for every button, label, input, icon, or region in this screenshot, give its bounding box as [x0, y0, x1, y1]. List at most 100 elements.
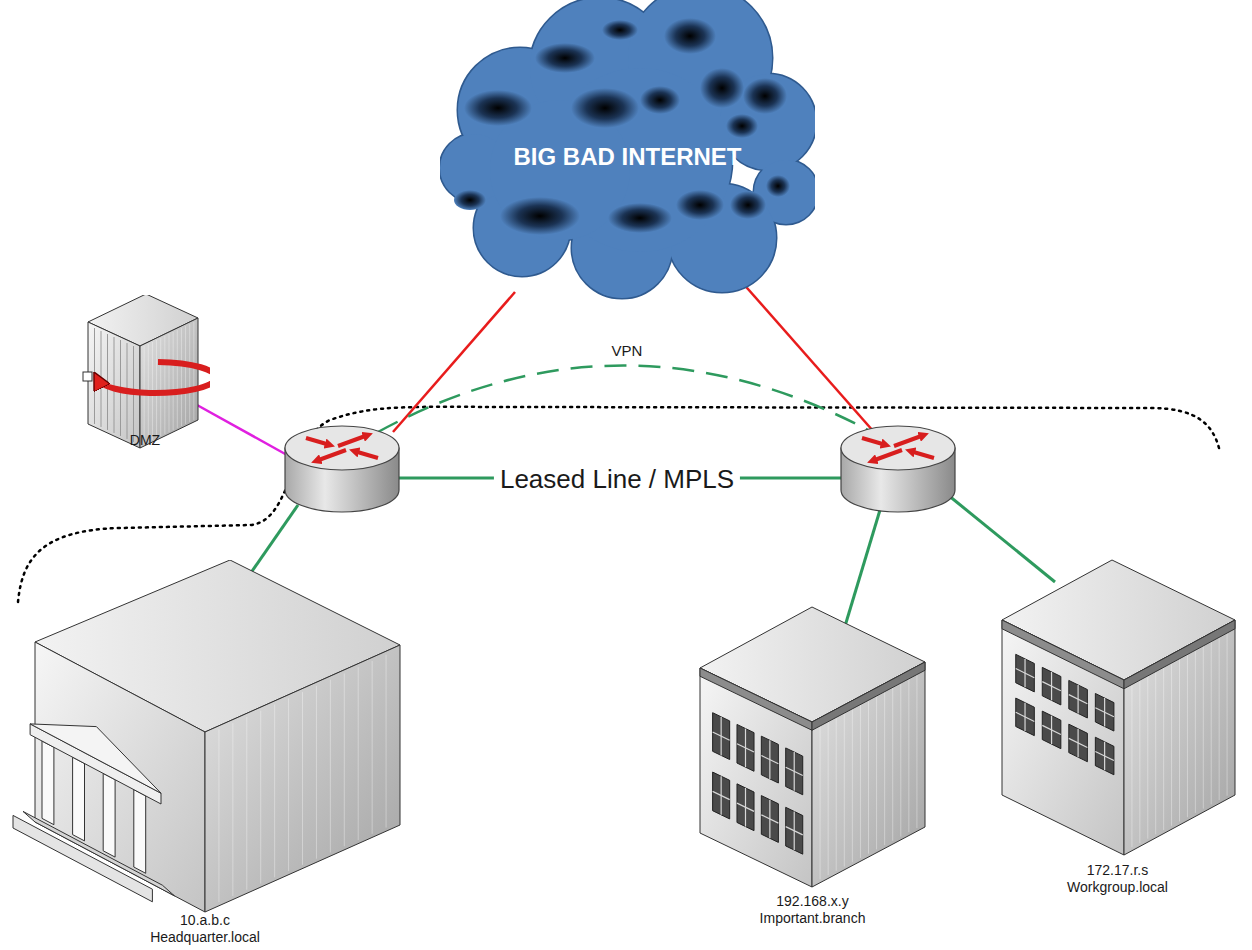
- internet-cloud-drawing: [440, 0, 815, 298]
- wall-texture: [1139, 675, 1140, 843]
- window: [786, 748, 803, 795]
- window: [737, 784, 754, 831]
- cloud-texture: [608, 203, 672, 233]
- wall-texture: [1147, 671, 1148, 839]
- router-arrow: [862, 438, 886, 445]
- wall-texture: [160, 338, 161, 436]
- wall-texture: [1211, 636, 1212, 804]
- window: [1069, 680, 1088, 718]
- dmz-server: DMZ: [80, 295, 210, 460]
- wall-texture: [876, 691, 877, 849]
- wall-face: [88, 322, 140, 448]
- cloud-texture: [766, 175, 790, 197]
- dmz-link: [197, 405, 287, 455]
- lan-link: [842, 510, 880, 636]
- wall-texture: [1171, 658, 1172, 826]
- wall-texture: [884, 687, 885, 845]
- window: [713, 713, 730, 760]
- wall-texture: [900, 678, 901, 836]
- cloud-texture: [602, 20, 638, 40]
- branch-building: 192.168.x.yImportant.branch: [690, 600, 935, 928]
- window: [1016, 698, 1035, 736]
- link-label: Leased Line / MPLS: [494, 465, 740, 495]
- workgroup-building: 172.17.r.sWorkgroup.local: [995, 555, 1240, 897]
- wall-texture: [908, 674, 909, 832]
- wall-texture: [302, 692, 303, 865]
- window: [713, 772, 730, 819]
- router-arrow: [338, 435, 368, 446]
- column: [73, 757, 85, 841]
- lan-link: [948, 495, 1055, 582]
- entablature: [30, 724, 161, 804]
- wall-face: [140, 318, 198, 448]
- cloud-texture: [726, 114, 758, 138]
- column: [42, 741, 54, 825]
- window-frame: [1042, 682, 1061, 691]
- window: [1042, 667, 1061, 705]
- wall-texture: [868, 695, 869, 853]
- cloud-title: BIG BAD INTERNET: [514, 143, 742, 172]
- node-sublabel: Headquarter.local: [150, 929, 260, 946]
- wall-texture: [386, 655, 387, 828]
- window: [1095, 737, 1114, 775]
- wall-texture: [1155, 666, 1156, 834]
- wall-texture: [1195, 645, 1196, 813]
- window: [761, 796, 778, 843]
- wall-texture: [1219, 632, 1220, 800]
- window-frame: [1095, 708, 1114, 717]
- wall-texture: [232, 723, 233, 896]
- wall-texture: [156, 340, 157, 438]
- wall-texture: [1179, 654, 1180, 822]
- roof-band: [1124, 620, 1235, 689]
- window: [737, 724, 754, 771]
- cloud-texture: [464, 90, 532, 126]
- wall-texture: [169, 334, 170, 432]
- cloud-texture: [730, 191, 766, 219]
- headquarter-building: 10.a.b.cHeadquarter.local: [5, 560, 405, 948]
- window: [1016, 654, 1035, 692]
- text-block: 192.168.x.yImportant.branch: [690, 893, 935, 927]
- wall-texture: [1203, 641, 1204, 809]
- wall-face: [1124, 620, 1235, 855]
- window-frame: [761, 815, 778, 823]
- dmz-server-drawing: [83, 295, 210, 448]
- node-sublabel: Workgroup.local: [1067, 879, 1168, 896]
- window: [786, 807, 803, 854]
- router-arrow: [354, 451, 378, 458]
- text-block: DMZ: [80, 432, 210, 449]
- cloud-texture: [454, 190, 486, 210]
- router-arrow: [872, 450, 902, 461]
- cloud-texture: [500, 197, 580, 235]
- wall-texture: [372, 661, 373, 834]
- window-frame: [786, 827, 803, 835]
- cloud-texture: [640, 86, 680, 114]
- security-perimeter: [18, 407, 1220, 602]
- wall-texture: [1131, 679, 1132, 847]
- wall-texture: [844, 708, 845, 866]
- node-label: 10.a.b.c: [180, 912, 230, 929]
- wall-texture: [820, 721, 821, 879]
- wall-texture: [860, 700, 861, 858]
- cloud-texture: [676, 190, 724, 220]
- wall-texture: [358, 667, 359, 840]
- workgroup-building-shape: [995, 555, 1240, 897]
- wall-texture: [260, 711, 261, 884]
- window-frame: [713, 791, 730, 799]
- window-frame: [1069, 695, 1088, 704]
- wall-face: [1002, 620, 1124, 855]
- window-frame: [1042, 725, 1061, 734]
- wall-texture: [288, 698, 289, 871]
- wall-texture: [185, 326, 186, 424]
- wall-face: [812, 662, 925, 887]
- wall-texture: [1227, 628, 1228, 796]
- wall-texture: [892, 682, 893, 840]
- headquarter-building-shape: [5, 560, 405, 948]
- server-texture: [107, 334, 108, 430]
- server-texture: [94, 328, 95, 424]
- window-frame: [1016, 669, 1035, 678]
- window-frame: [1069, 738, 1088, 747]
- window: [1095, 693, 1114, 731]
- wall-texture: [181, 328, 182, 426]
- wall-texture: [828, 717, 829, 875]
- steps: [23, 811, 174, 895]
